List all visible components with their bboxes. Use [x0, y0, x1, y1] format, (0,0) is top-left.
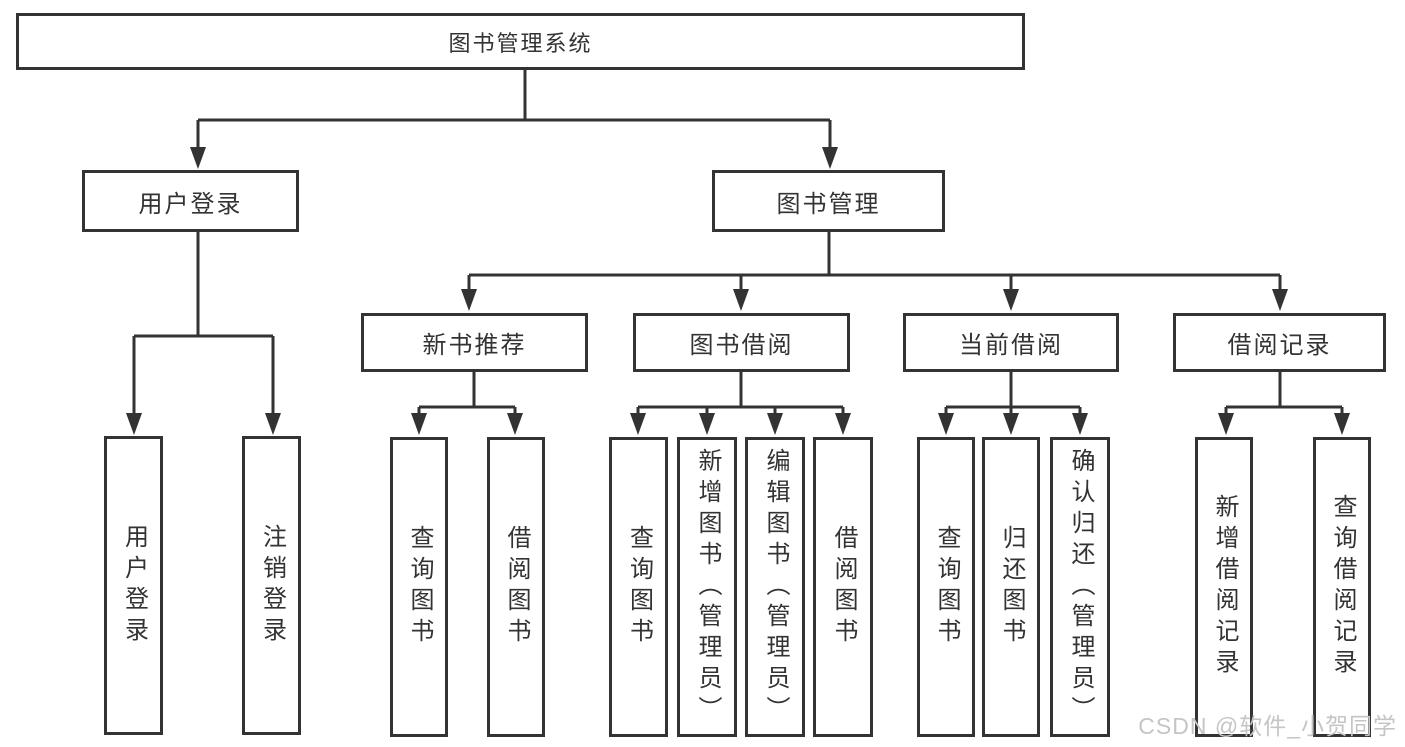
arrowhead [1334, 413, 1350, 435]
arrowhead [822, 147, 838, 169]
node-new-book-recommend: 新书推荐 [361, 313, 588, 372]
arrowhead [699, 413, 715, 435]
node-logout-leaf: 注销登录 [242, 436, 301, 735]
node-return-books: 归还图书 [982, 437, 1040, 737]
arrowhead [1272, 289, 1288, 311]
node-add-books-admin: 新增图书（管理员） [677, 437, 737, 737]
arrowhead [630, 413, 646, 435]
node-query-books-under-new-books: 查询图书 [390, 437, 448, 737]
connector-book-mgmt-to-level3 [467, 232, 1282, 293]
node-query-borrow-record: 查询借阅记录 [1313, 437, 1371, 737]
node-borrow-books-under-borrowing: 借阅图书 [813, 437, 873, 737]
node-book-management: 图书管理 [712, 170, 945, 232]
arrowhead [1218, 413, 1234, 435]
arrowhead [1003, 289, 1019, 311]
node-borrow-records: 借阅记录 [1173, 313, 1386, 372]
arrowhead [265, 413, 281, 435]
node-confirm-return-admin: 确认归还（管理员） [1050, 437, 1110, 737]
arrowhead [767, 413, 783, 435]
node-current-borrowing: 当前借阅 [903, 313, 1119, 372]
connector-root-to-level2 [196, 70, 832, 149]
node-borrow-books-under-new-books: 借阅图书 [487, 437, 545, 737]
arrowhead [938, 413, 954, 435]
node-query-books-under-borrowing: 查询图书 [609, 437, 668, 737]
node-book-borrowing: 图书借阅 [633, 313, 850, 372]
connector-records-to-children [1224, 372, 1344, 417]
node-user-login: 用户登录 [82, 170, 299, 232]
connector-new-books-to-children [417, 372, 517, 417]
arrowhead [733, 289, 749, 311]
node-library-system: 图书管理系统 [16, 13, 1025, 70]
node-query-books-under-current: 查询图书 [917, 437, 975, 737]
arrowhead [835, 413, 851, 435]
arrowhead [1003, 413, 1019, 435]
node-add-borrow-record: 新增借阅记录 [1195, 437, 1253, 737]
arrowhead [126, 413, 142, 435]
arrowhead [411, 413, 427, 435]
node-edit-books-admin: 编辑图书（管理员） [745, 437, 805, 737]
arrowhead [461, 289, 477, 311]
arrowheads [126, 147, 1350, 435]
node-user-login-leaf: 用户登录 [104, 436, 163, 735]
arrowhead [507, 413, 523, 435]
connector-current-to-children [944, 372, 1082, 417]
arrowhead [190, 147, 206, 169]
connector-borrowing-to-children [636, 372, 845, 417]
connector-user-login-to-children [132, 232, 275, 417]
csdn-watermark: CSDN @软件_小贺同学 [1138, 713, 1397, 739]
arrowhead [1072, 413, 1088, 435]
